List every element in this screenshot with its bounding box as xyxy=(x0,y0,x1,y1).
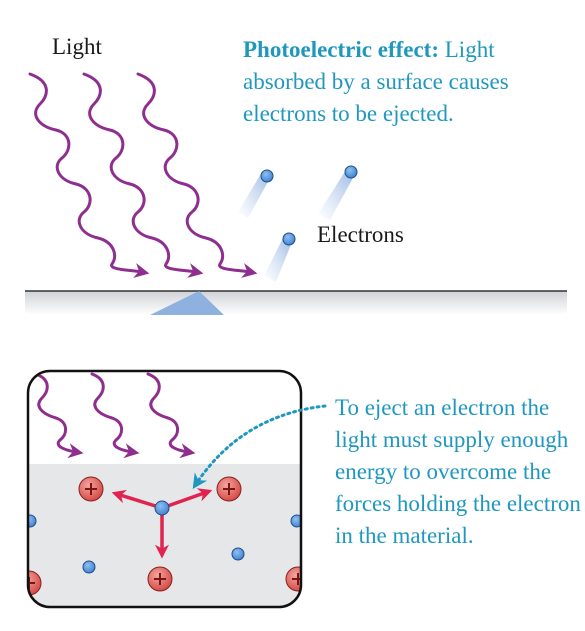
detail-box-border xyxy=(26,369,303,609)
electron xyxy=(82,560,96,574)
caption-body: Light absorbed by a surface causes elect… xyxy=(243,37,509,126)
positive-ions xyxy=(28,476,301,596)
electron xyxy=(282,232,296,246)
force-arrow xyxy=(111,489,163,510)
caption-title: Photoelectric effect: xyxy=(243,37,439,62)
electron xyxy=(260,169,274,183)
pointer-arrow xyxy=(192,404,327,489)
photoelectric-caption: Photoelectric effect: Light absorbed by … xyxy=(243,34,578,130)
light-wave xyxy=(136,72,258,278)
ion xyxy=(216,476,242,502)
ion xyxy=(285,566,301,592)
force-arrow xyxy=(161,488,213,510)
light-wave xyxy=(146,372,196,459)
light-waves-top xyxy=(28,72,258,278)
electron xyxy=(154,500,170,516)
bound-electrons xyxy=(28,500,301,574)
ion xyxy=(147,566,173,592)
electron-trail xyxy=(264,236,292,282)
electron-trail xyxy=(318,170,354,220)
ion xyxy=(78,476,104,502)
surface-highlight xyxy=(150,291,224,315)
electron xyxy=(231,547,245,561)
electron xyxy=(344,165,358,179)
material-detail-box xyxy=(26,369,303,609)
metal-surface xyxy=(25,291,567,315)
energy-note: To eject an electron the light must supp… xyxy=(335,395,581,548)
electron xyxy=(28,514,37,528)
light-wave xyxy=(90,372,140,459)
ejected-electrons xyxy=(238,165,358,282)
light-wave xyxy=(34,372,84,459)
electrons-label: Electrons xyxy=(317,222,404,247)
light-wave xyxy=(82,72,204,278)
light-wave xyxy=(28,72,150,278)
light-label: Light xyxy=(52,34,102,59)
electron-trail xyxy=(238,172,270,218)
